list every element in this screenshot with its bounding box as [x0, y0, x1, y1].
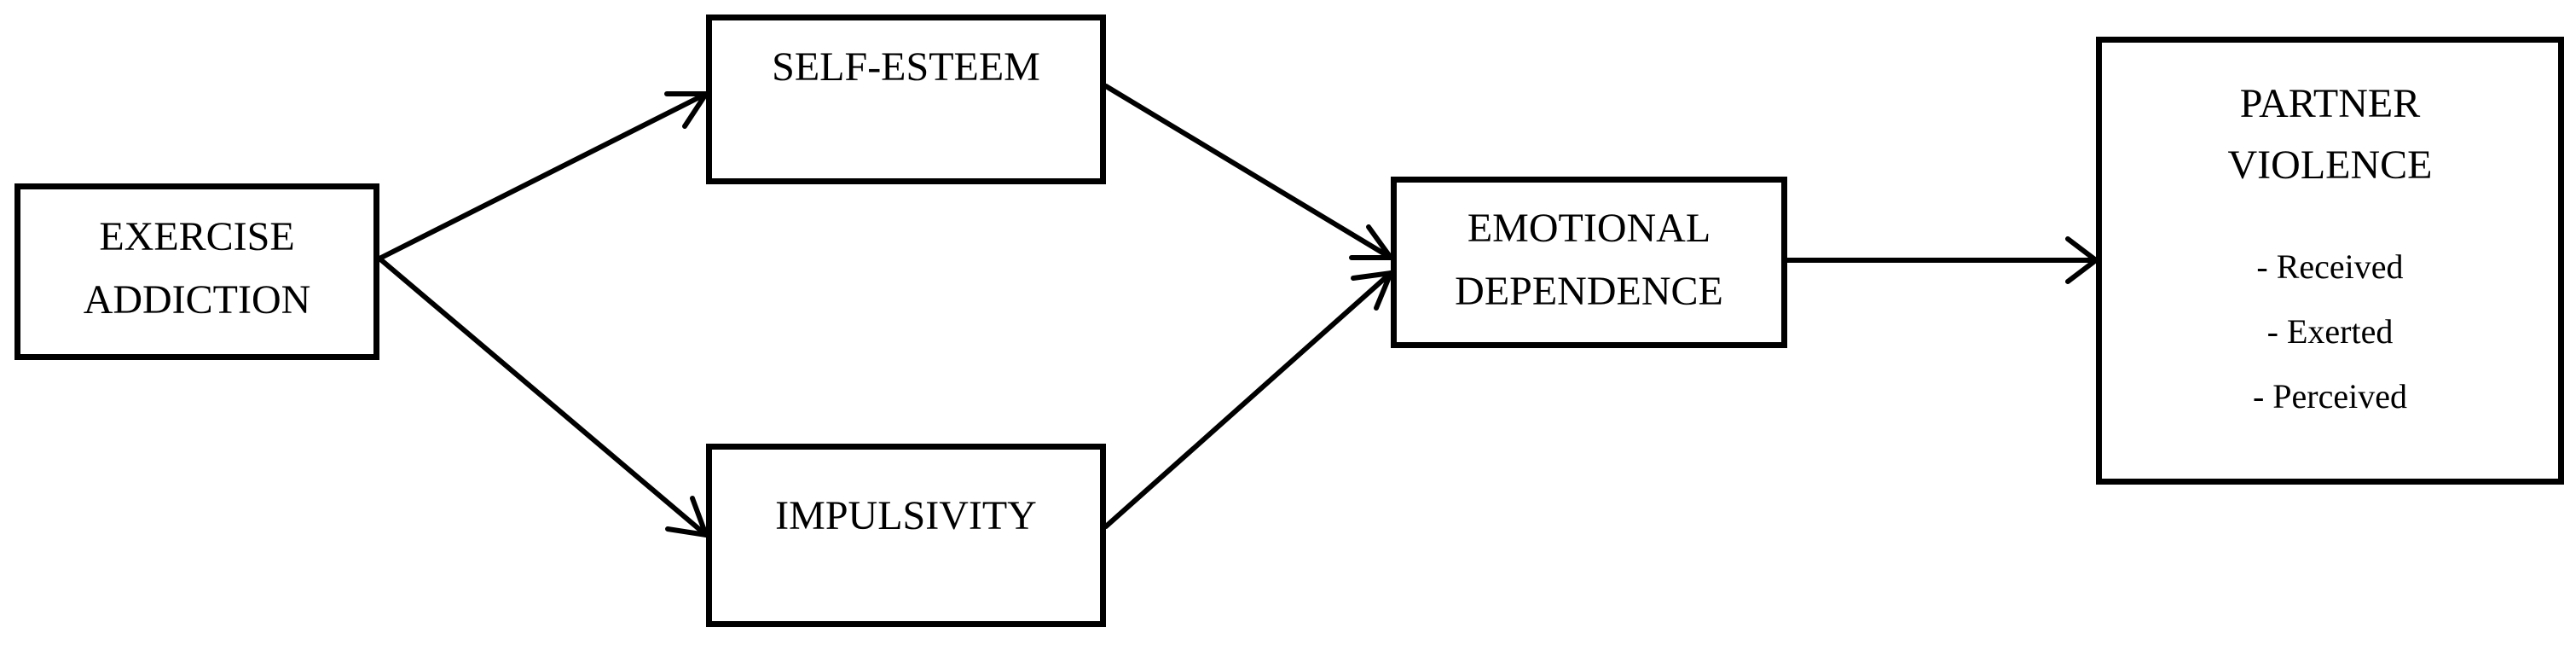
node-exercise-addiction-line2: ADDICTION: [83, 277, 311, 322]
partner-violence-item-perceived: - Perceived: [2252, 377, 2407, 415]
node-emotional-dependence-line1: EMOTIONAL: [1467, 206, 1711, 251]
arrow-exercise-to-self-esteem: [377, 91, 711, 261]
arrow-exercise-to-impulsivity: [377, 256, 710, 538]
node-impulsivity: IMPULSIVITY: [706, 444, 1106, 627]
arrow-impulsivity-to-emotional-dependence: [1103, 270, 1395, 529]
partner-violence-item-exerted: - Exerted: [2266, 312, 2394, 351]
node-partner-violence-line2: VIOLENCE: [2227, 142, 2433, 188]
node-exercise-addiction: EXERCISE ADDICTION: [14, 183, 379, 360]
arrow-self-esteem-to-emotional-dependence: [1103, 84, 1396, 260]
partner-violence-item-received: - Received: [2256, 247, 2404, 286]
node-exercise-addiction-line1: EXERCISE: [99, 214, 295, 259]
node-emotional-dependence-line2: DEPENDENCE: [1455, 269, 1723, 314]
node-emotional-dependence: EMOTIONAL DEPENDENCE: [1391, 177, 1787, 348]
node-impulsivity-label: IMPULSIVITY: [775, 493, 1037, 538]
node-self-esteem: SELF-ESTEEM: [706, 15, 1106, 184]
node-self-esteem-label: SELF-ESTEEM: [772, 44, 1040, 90]
node-partner-violence-line1: PARTNER: [2239, 81, 2421, 126]
node-partner-violence: PARTNER VIOLENCE - Received - Exerted - …: [2096, 37, 2564, 485]
arrow-emotional-dependence-to-partner-violence: [1785, 236, 2100, 284]
